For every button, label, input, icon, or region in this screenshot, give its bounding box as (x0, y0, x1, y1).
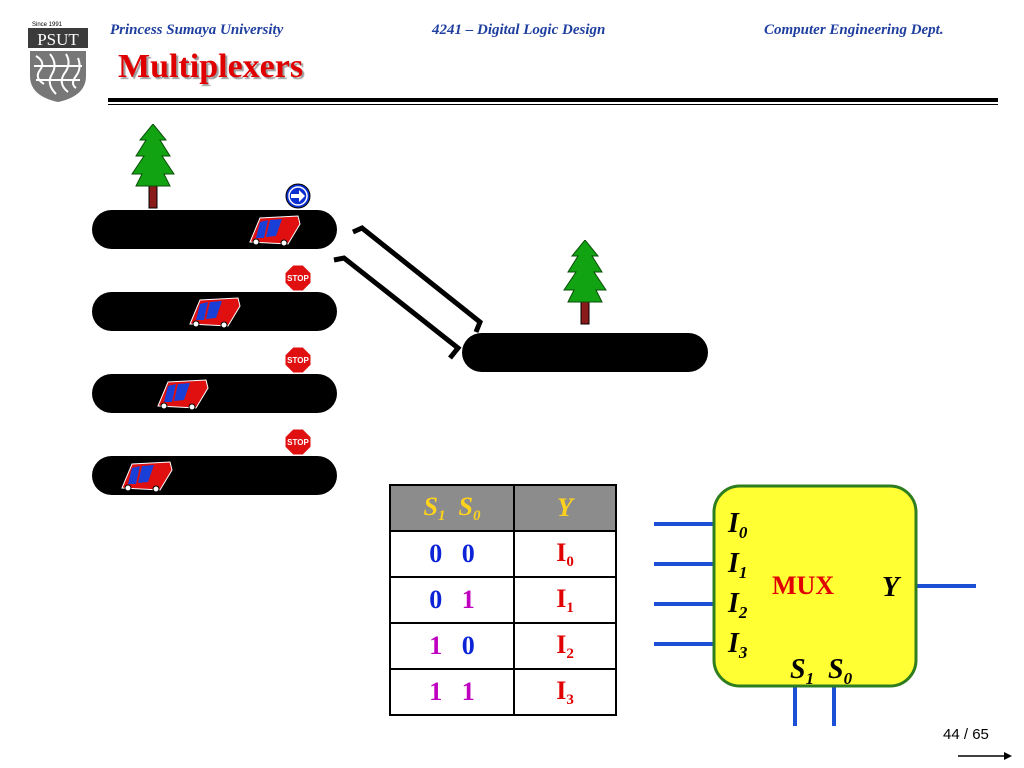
mux-label: MUX (772, 571, 834, 600)
bridge-rails (333, 225, 484, 360)
page-current: 44 (943, 726, 960, 743)
car-icon (121, 461, 173, 492)
tree-icon (563, 240, 607, 325)
page-total: 65 (972, 726, 989, 743)
y-value-sub: 2 (566, 645, 574, 662)
header-y: Y (513, 484, 617, 532)
select-cell: 1 1 (389, 668, 515, 716)
header-s0: S (458, 491, 473, 521)
psut-logo: Since 1991 PSUT (22, 18, 94, 104)
header-s1: S (423, 491, 438, 521)
go-arrow-sign-icon (285, 183, 311, 209)
road-input-2 (92, 374, 337, 413)
stop-sign-label: STOP (287, 438, 309, 447)
header-select: S1 S0 (389, 484, 515, 532)
page-title: Multiplexers (118, 48, 304, 85)
mux-body (712, 484, 918, 688)
s1-value: 1 (429, 631, 443, 660)
road-output (462, 333, 708, 372)
select-label-s1: S1 (790, 654, 814, 688)
psut-logo-graphic: Since 1991 PSUT (28, 22, 88, 102)
department-name: Computer Engineering Dept. (764, 22, 944, 38)
output-cell: I1 (513, 576, 617, 624)
s0-value: 1 (461, 585, 475, 614)
s0-value: 0 (461, 539, 475, 568)
y-value-sub: 0 (566, 553, 574, 570)
mux-wires (654, 522, 976, 726)
page-number: 44 / 65 (943, 726, 989, 743)
output-cell: I3 (513, 668, 617, 716)
car-icon (157, 379, 209, 410)
input-label-2: I2 (727, 588, 748, 622)
select-cell: 0 1 (389, 576, 515, 624)
table-row: 0 0 I0 (389, 530, 617, 578)
stop-sign-label: STOP (287, 274, 309, 283)
s1-value: 0 (429, 539, 443, 568)
y-value: I (556, 537, 567, 567)
header-s0-sub: 0 (472, 507, 481, 524)
car-icon (189, 297, 241, 328)
y-value-sub: 3 (566, 691, 574, 708)
header-divider-thin (108, 104, 998, 105)
header-s1-sub: 1 (438, 507, 446, 524)
output-label: Y (882, 572, 902, 603)
input-label-1: I1 (727, 548, 747, 582)
select-cell: 1 0 (389, 622, 515, 670)
logo-text: PSUT (37, 30, 79, 49)
y-value: I (556, 675, 567, 705)
table-row: 0 1 I1 (389, 576, 617, 624)
logo-since: Since 1991 (32, 22, 63, 28)
mux-diagram: I0 I1 I2 I3 Y S1 S0 MUX (654, 484, 976, 726)
truth-table: S1 S0 Y 0 0 I0 0 1 I1 1 0 I2 1 1 I3 (389, 484, 617, 716)
select-label-s0: S0 (828, 654, 853, 688)
y-value-sub: 1 (566, 599, 574, 616)
next-slide-arrow-icon[interactable] (958, 750, 1014, 762)
table-row: 1 0 I2 (389, 622, 617, 670)
s0-value: 0 (461, 631, 475, 660)
header-divider (108, 98, 998, 102)
input-label-3: I3 (727, 628, 748, 662)
stop-sign-icon: STOP (284, 264, 312, 292)
input-label-0: I0 (727, 508, 748, 542)
tree-icon (131, 124, 175, 209)
university-name: Princess Sumaya University (110, 22, 284, 38)
car-icon (249, 215, 301, 246)
truth-table-header-row: S1 S0 Y (389, 484, 617, 532)
table-row: 1 1 I3 (389, 668, 617, 716)
y-value: I (556, 583, 567, 613)
select-cell: 0 0 (389, 530, 515, 578)
stop-sign-icon: STOP (284, 428, 312, 456)
stop-sign-icon: STOP (284, 346, 312, 374)
course-name: 4241 – Digital Logic Design (432, 22, 606, 38)
y-value: I (556, 629, 567, 659)
page-separator: / (959, 726, 973, 743)
s0-value: 1 (461, 677, 475, 706)
s1-value: 1 (429, 677, 443, 706)
output-cell: I2 (513, 622, 617, 670)
output-cell: I0 (513, 530, 617, 578)
s1-value: 0 (429, 585, 443, 614)
stop-sign-label: STOP (287, 356, 309, 365)
